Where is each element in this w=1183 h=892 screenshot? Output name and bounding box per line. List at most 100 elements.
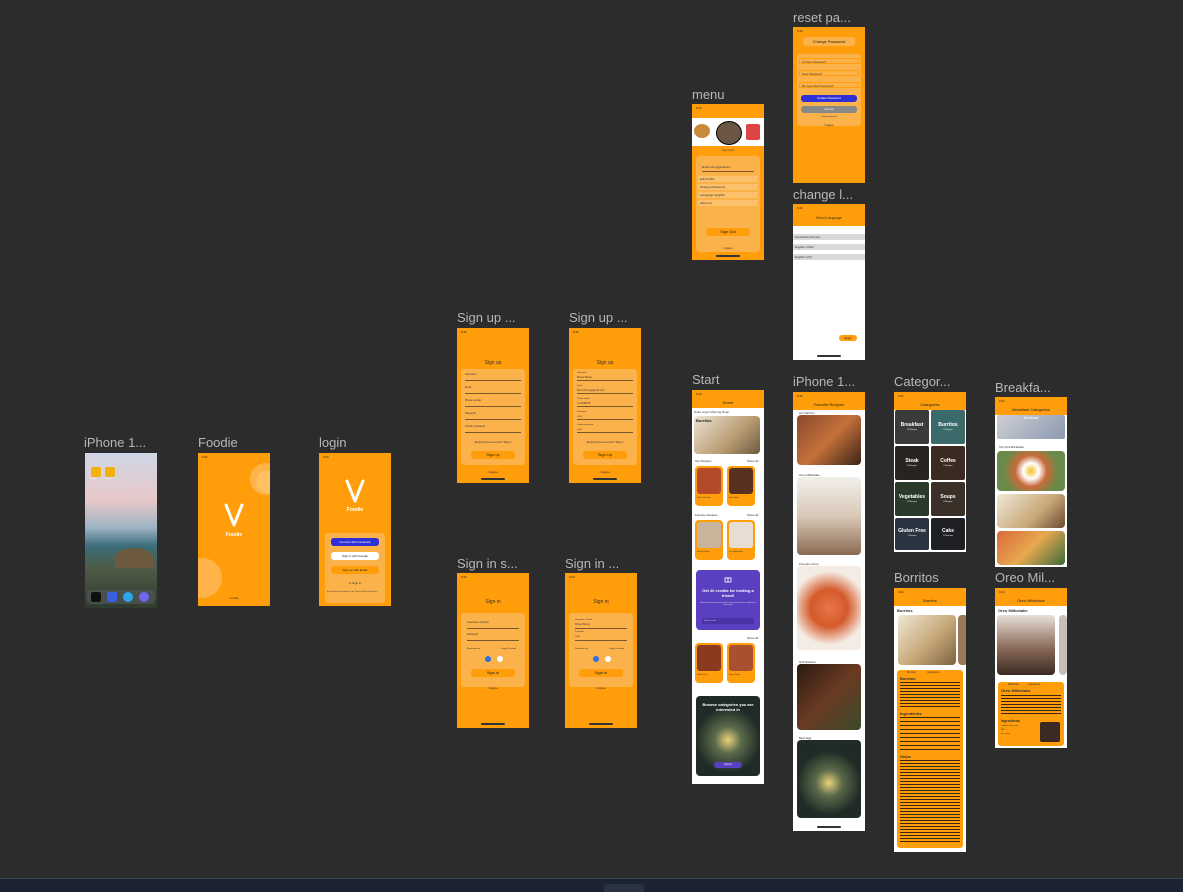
recipe-photo[interactable] [997, 494, 1065, 528]
foodie-splash-frame[interactable]: 9:41 Foodie Foodie [198, 453, 270, 606]
forgot-link[interactable]: Forgot password? [820, 116, 837, 118]
remember-checkbox[interactable]: Remember me [575, 648, 589, 650]
signin-button[interactable]: Sign in [471, 669, 515, 677]
google-icon[interactable] [605, 656, 611, 662]
referral-input[interactable]: Referral code [702, 618, 754, 624]
avatar[interactable] [716, 121, 742, 145]
frame-label-oreo[interactable]: Oreo Mil... [995, 570, 1055, 585]
iphone-home-frame[interactable]: Foodie Yummy [85, 453, 157, 608]
frame-label-login[interactable]: login [319, 435, 347, 450]
browse-card[interactable]: Browse categories you are interested in … [696, 696, 760, 776]
frame-label-burritos[interactable]: Borritos [894, 570, 939, 585]
field-underline[interactable] [465, 406, 521, 407]
menu-item[interactable]: Language: English [698, 192, 758, 198]
field-underline[interactable] [465, 419, 521, 420]
frame-label-signup-filled[interactable]: Sign up ... [569, 310, 628, 325]
menu-item[interactable]: Change Password [698, 184, 758, 190]
field-value[interactable]: Khmer Bunny [575, 623, 591, 626]
new-password-input[interactable]: New Password [799, 70, 859, 76]
language-frame[interactable]: 9:41 Select Language Cambodia (Khmer) En… [793, 204, 865, 360]
field-value[interactable]: •••••• [577, 428, 583, 431]
frame-label-breakfast[interactable]: Breakfa... [995, 380, 1051, 395]
field-underline[interactable] [467, 640, 519, 641]
recipe-photo[interactable] [997, 615, 1055, 675]
signin-frame[interactable]: 9:41 Sign in Username or Email Password … [457, 573, 529, 728]
field-underline[interactable] [465, 393, 521, 394]
reset-password-frame[interactable]: 9:41 Change Password Current Password Ne… [793, 27, 865, 183]
library-button[interactable]: Library [714, 762, 742, 768]
recipe-photo[interactable] [797, 566, 861, 650]
home-frame[interactable]: 9:41 Home Hello Guys! Morning Dear! Burr… [692, 390, 764, 784]
recipe-photo[interactable] [797, 477, 861, 555]
signin-button[interactable]: Sign in [579, 669, 623, 677]
yummy-app-icon[interactable] [105, 467, 115, 477]
cancel-button[interactable]: Cancel [801, 106, 857, 113]
frame-label-category[interactable]: Categor... [894, 374, 951, 389]
field-underline[interactable] [465, 432, 521, 433]
field-underline[interactable] [465, 380, 521, 381]
forgot-link[interactable]: Forgot Password [501, 648, 517, 650]
or-signin-link[interactable]: or Sign in [348, 581, 362, 585]
signin-filled-frame[interactable]: 9:41 Sign in Username or Email Khmer Bun… [565, 573, 637, 728]
tab-ingredients[interactable]: Ingredients [927, 671, 940, 674]
language-option[interactable]: English (USA) [793, 244, 865, 250]
signup-button[interactable]: Sign up [471, 451, 515, 459]
facebook-icon[interactable] [485, 656, 491, 662]
frame-label-iphone-home[interactable]: iPhone 1... [84, 435, 147, 450]
recipe-photo[interactable] [997, 531, 1065, 565]
recipe-card[interactable]: Spicy Wings [727, 643, 755, 683]
recipe-photo[interactable] [797, 740, 861, 818]
frame-label-signin-filled[interactable]: Sign in ... [565, 556, 620, 571]
signup-filled-frame[interactable]: 9:41 Sign up Username Khmer Bunny Email … [569, 328, 641, 483]
menu-item[interactable]: Edit Profile [698, 176, 758, 182]
recipe-photo[interactable] [797, 664, 861, 730]
menu-frame[interactable]: 9:41 Yay Kuch Email: bunny@gmail.com Edi… [692, 104, 764, 260]
apply-button[interactable]: Apply [839, 335, 857, 341]
recipe-photo[interactable] [958, 615, 966, 665]
dock-icon[interactable] [123, 592, 133, 602]
frame-label-favorite[interactable]: iPhone 1... [793, 374, 856, 389]
retype-password-input[interactable]: Re-type New Password [799, 82, 859, 88]
update-password-button[interactable]: Update Password [801, 95, 857, 102]
recipe-photo[interactable] [1059, 615, 1067, 675]
tab-recipe[interactable]: Milkshake [1008, 683, 1020, 686]
google-icon[interactable] [497, 656, 503, 662]
show-all-link[interactable]: Show all [747, 459, 759, 463]
recipe-photo[interactable] [997, 451, 1065, 491]
have-account-link[interactable]: Already have an account? Sign in [586, 441, 624, 444]
hero-image[interactable]: Burritos [694, 416, 760, 454]
taskbar-app-button[interactable] [604, 884, 644, 892]
frame-label-menu[interactable]: menu [692, 87, 725, 102]
show-all-link[interactable]: Show all [747, 636, 759, 640]
recipe-card[interactable]: Grilled Pork [695, 643, 723, 683]
remember-checkbox[interactable]: Remember me [467, 648, 481, 650]
frame-label-foodie[interactable]: Foodie [198, 435, 238, 450]
recipe-card[interactable]: Oreo Milkshake [727, 520, 755, 560]
recipe-photo[interactable] [797, 415, 861, 465]
recipe-card[interactable]: Burritos Home [695, 520, 723, 560]
frame-label-language[interactable]: change l... [793, 187, 853, 202]
burritos-frame[interactable]: 9:41 Burritos Burritos Burritos Ingredie… [894, 588, 966, 852]
frame-label-signin[interactable]: Sign in s... [457, 556, 518, 571]
frame-label-start[interactable]: Start [692, 372, 720, 387]
field-value[interactable]: Khmer Bunny [577, 376, 593, 379]
field-value[interactable]: •••••• [577, 415, 583, 418]
field-value[interactable]: •••••• [575, 635, 581, 638]
dock-icon[interactable] [139, 592, 149, 602]
favorite-frame[interactable]: 9:41 Favorite Recipes Hot Salmon Oreo Mi… [793, 392, 865, 831]
oreo-frame[interactable]: 9:41 Oreo Milkshake Oreo Milkshake Milks… [995, 588, 1067, 748]
sign-out-button[interactable]: Sign Out [706, 228, 750, 236]
recipe-photo[interactable] [898, 615, 956, 665]
foodie-app-icon[interactable] [91, 467, 101, 477]
login-frame[interactable]: 9:41 Foodie Connect with Facebook Sign i… [319, 453, 391, 606]
frame-label-reset[interactable]: reset pa... [793, 10, 851, 25]
promo-card[interactable]: Get 20 credits for inviting a friend! Sh… [696, 570, 760, 630]
show-all-link[interactable]: Show all [747, 513, 759, 517]
